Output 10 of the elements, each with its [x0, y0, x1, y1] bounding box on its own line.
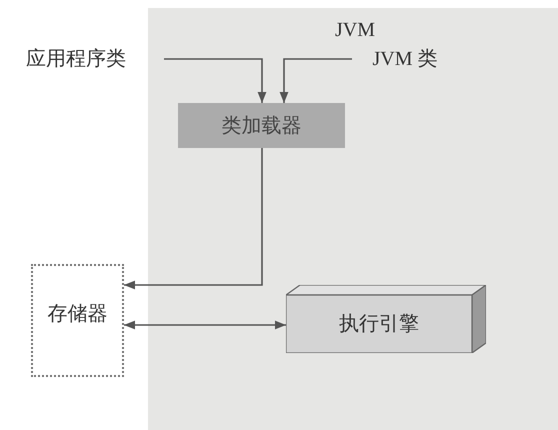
arrow: [124, 320, 286, 330]
arrow: [124, 148, 263, 290]
label-text: JVM 类: [360, 46, 450, 72]
panel: [148, 8, 558, 430]
arrow: [164, 58, 266, 103]
process-box: 类加载器: [178, 103, 345, 148]
arrow: [280, 58, 352, 103]
label-text: 应用程序类: [10, 46, 142, 72]
storage-box: 存储器: [31, 264, 124, 377]
panel-title: JVM: [335, 20, 376, 40]
